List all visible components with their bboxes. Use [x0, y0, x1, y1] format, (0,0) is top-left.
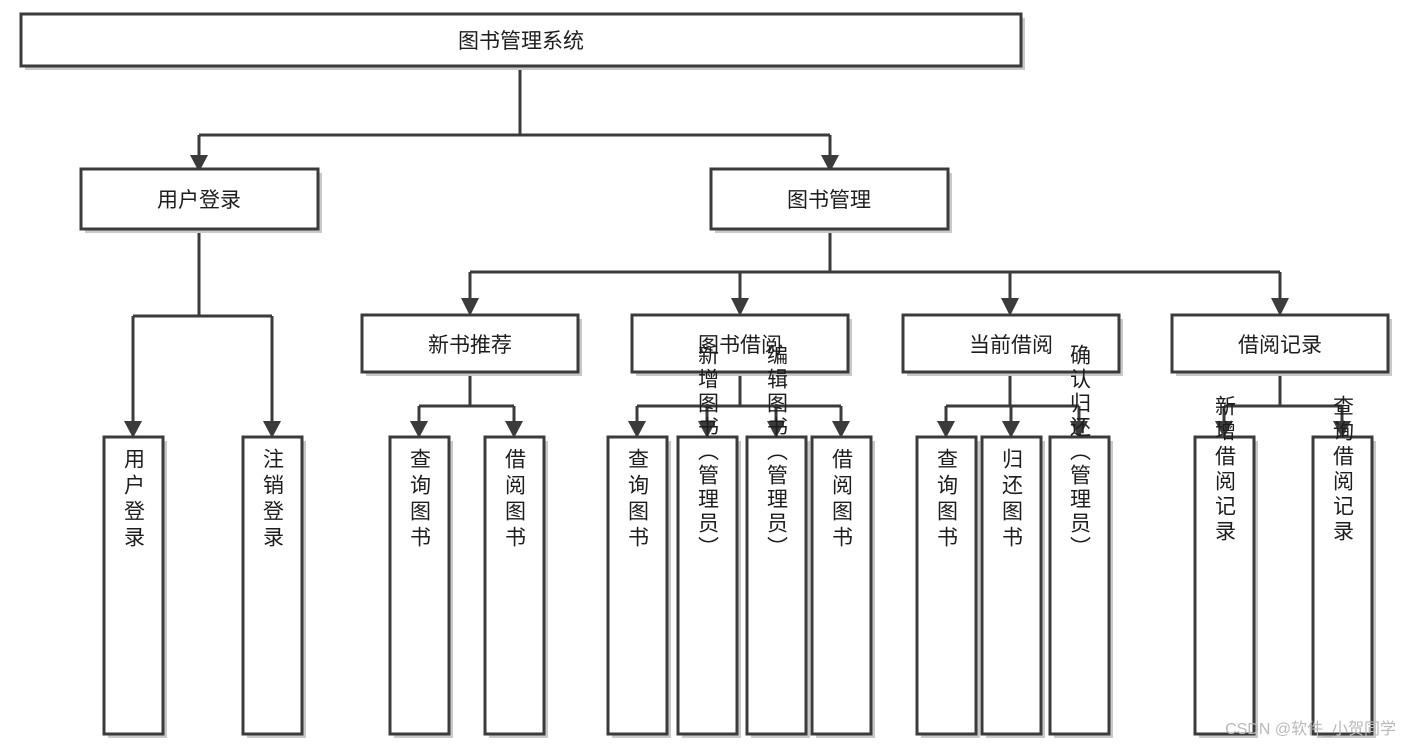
leaf-borrow-3[interactable]: 编辑图书（管理员） — [745, 344, 810, 738]
leaf-borrow-3-label: 编辑图书（管理员） — [765, 344, 789, 560]
node-bookmgmt-label: 图书管理 — [787, 189, 871, 212]
connector-layer — [124, 68, 1351, 438]
leaf-borrow-2-rect — [676, 435, 739, 736]
arrowhead-newbook-leaf-1 — [410, 421, 428, 438]
arrowhead-borrow — [731, 298, 749, 316]
connector-root-bus — [197, 68, 832, 157]
node-borrow-rect — [630, 313, 850, 374]
leaf-borrow-2-label: 新增图书（管理员） — [696, 344, 720, 560]
leaf-borrow-3-rect — [745, 435, 808, 736]
leaf-current-1-rect — [915, 435, 978, 736]
leaf-current-2[interactable]: 归还图书 — [980, 435, 1045, 738]
leaf-newbook-1-label: 查询图书 — [408, 448, 432, 552]
leaf-login-1-rect — [102, 435, 165, 736]
connector-login-bus — [131, 233, 274, 423]
leaf-current-1[interactable]: 查询图书 — [915, 435, 980, 738]
node-bookmgmt-rect — [709, 167, 950, 231]
arrowhead-current-leaf-3 — [1070, 421, 1088, 438]
arrowhead-bookmgmt — [821, 155, 839, 172]
arrowhead-newbook — [461, 298, 479, 316]
leaf-current-3-rect — [1048, 435, 1111, 736]
arrowhead-login — [190, 155, 208, 172]
node-root-label: 图书管理系统 — [458, 30, 584, 53]
leaf-borrow-4-rect — [810, 435, 873, 736]
node-newbook[interactable]: 新书推荐 — [360, 313, 582, 376]
connector-bookmgmt-bus — [468, 233, 1282, 300]
connector-newbook-bus — [417, 376, 516, 423]
arrowhead-borrow-leaf-2 — [698, 421, 716, 438]
leaf-newbook-2-label: 借阅图书 — [503, 448, 527, 552]
node-newbook-label: 新书推荐 — [428, 334, 512, 357]
leaf-borrow-2[interactable]: 新增图书（管理员） — [676, 344, 741, 738]
arrowhead-record — [1271, 298, 1289, 316]
leaf-borrow-4[interactable]: 借阅图书 — [810, 435, 875, 738]
leaf-record-1-label: 新增借阅记录 — [1213, 395, 1237, 545]
node-root-rect — [19, 12, 1023, 68]
leaf-current-1-label: 查询图书 — [935, 448, 959, 552]
connector-record-bus — [1222, 376, 1344, 423]
arrowhead-login-leaf-1 — [124, 421, 142, 438]
arrowhead-current-leaf-2 — [1002, 421, 1020, 438]
leaf-login-2-label: 注销登录 — [261, 448, 285, 552]
leaf-borrow-1[interactable]: 查询图书 — [606, 435, 671, 738]
leaf-newbook-2[interactable]: 借阅图书 — [483, 435, 548, 738]
node-current-label: 当前借阅 — [969, 334, 1053, 357]
leaf-current-2-rect — [980, 435, 1043, 736]
connector-current-bus — [944, 376, 1081, 423]
node-root[interactable]: 图书管理系统 — [19, 12, 1025, 70]
leaf-current-3[interactable]: 确认归还（管理员） — [1048, 344, 1113, 738]
node-current-rect — [901, 313, 1121, 374]
leaf-record-2-label: 查询借阅记录 — [1331, 395, 1355, 545]
node-bookmgmt[interactable]: 图书管理 — [709, 167, 952, 233]
node-borrow[interactable]: 图书借阅 — [630, 313, 852, 376]
leaf-login-2-rect — [241, 435, 304, 736]
arrowhead-borrow-leaf-4 — [832, 421, 850, 438]
leaf-record-1-rect — [1193, 435, 1256, 736]
leaf-newbook-1-rect — [388, 435, 451, 736]
arrowhead-current — [1001, 298, 1019, 316]
leaf-record-1[interactable]: 新增借阅记录 — [1193, 395, 1258, 738]
leaf-borrow-1-rect — [606, 435, 669, 736]
arrowhead-record-leaf-2 — [1333, 421, 1351, 438]
node-login[interactable]: 用户登录 — [79, 167, 322, 233]
leaf-newbook-2-rect — [483, 435, 546, 736]
leaf-newbook-1[interactable]: 查询图书 — [388, 435, 453, 738]
node-record[interactable]: 借阅记录 — [1170, 313, 1392, 376]
arrowhead-current-leaf-1 — [937, 421, 955, 438]
node-login-label: 用户登录 — [157, 189, 241, 212]
arrowhead-borrow-leaf-3 — [767, 421, 785, 438]
leaf-record-2-rect — [1311, 435, 1374, 736]
arrowhead-newbook-leaf-2 — [505, 421, 523, 438]
node-borrow-label: 图书借阅 — [698, 334, 782, 357]
leaf-current-3-label: 确认归还（管理员） — [1068, 344, 1092, 560]
node-login-rect — [79, 167, 320, 231]
leaf-record-2[interactable]: 查询借阅记录 — [1311, 395, 1376, 738]
arrowhead-login-leaf-2 — [263, 421, 281, 438]
node-record-rect — [1170, 313, 1390, 374]
arrowhead-borrow-leaf-1 — [628, 421, 646, 438]
leaf-current-2-label: 归还图书 — [1000, 448, 1024, 552]
node-record-label: 借阅记录 — [1238, 334, 1322, 357]
leaf-borrow-1-label: 查询图书 — [626, 448, 650, 552]
leaf-login-1-label: 用户登录 — [122, 448, 146, 552]
leaf-login-2[interactable]: 注销登录 — [241, 435, 306, 738]
connector-borrow-bus — [635, 376, 843, 423]
leaf-borrow-4-label: 借阅图书 — [830, 448, 854, 552]
node-newbook-rect — [360, 313, 580, 374]
node-current[interactable]: 当前借阅 — [901, 313, 1123, 376]
leaf-login-1[interactable]: 用户登录 — [102, 435, 167, 738]
watermark: CSDN @软件_小贺同学 — [1225, 720, 1396, 738]
arrowhead-record-leaf-1 — [1215, 421, 1233, 438]
